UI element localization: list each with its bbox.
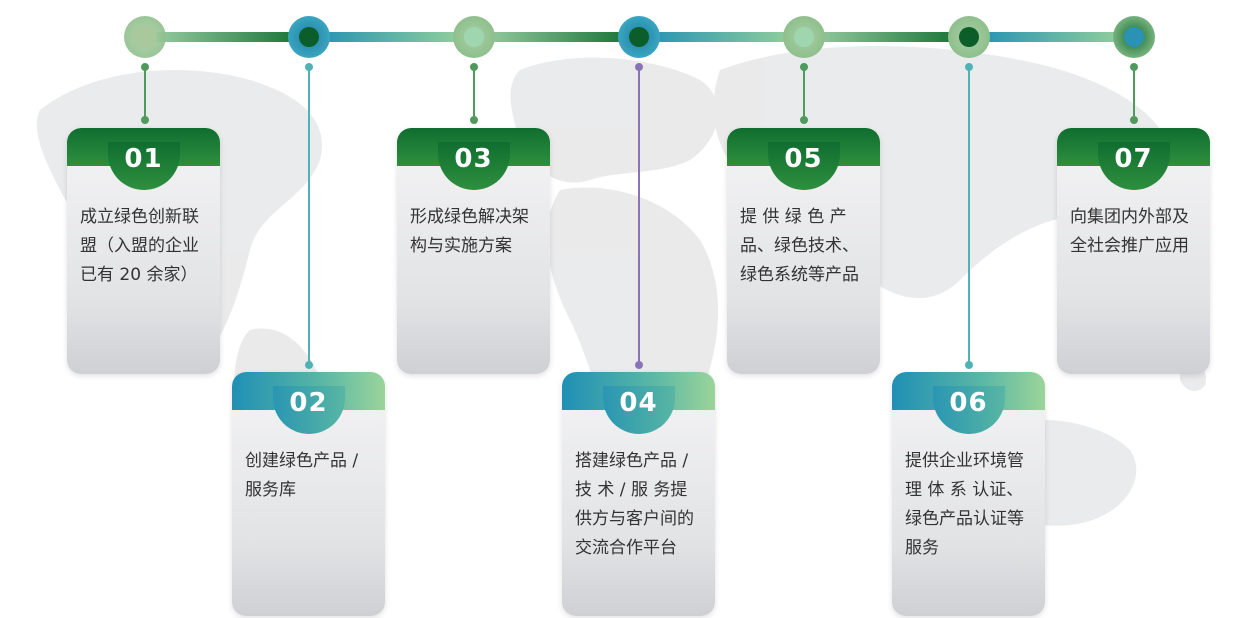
step-number: 01 — [124, 144, 163, 174]
timeline-segment-6 — [969, 32, 1134, 42]
step-text: 创建绿色产品 / 服务库 — [245, 451, 359, 500]
connector-6 — [965, 63, 973, 369]
connector-7 — [1130, 63, 1138, 124]
timeline-segment-2 — [309, 32, 474, 42]
timeline-node-3 — [453, 16, 495, 58]
step-card-05: 05 提 供 绿 色 产 品、绿色技术、绿色系统等产品 — [727, 128, 880, 374]
step-card-04: 04 搭建绿色产品 / 技 术 / 服 务提供方与客户间的交流合作平台 — [562, 372, 715, 616]
step-card-07: 07 向集团内外部及全社会推广应用 — [1057, 128, 1210, 374]
step-text: 提供企业环境管 理 体 系 认证、绿色产品认证等服务 — [905, 451, 1024, 558]
timeline-node-7 — [1113, 16, 1155, 58]
step-text: 向集团内外部及全社会推广应用 — [1070, 207, 1189, 256]
timeline-segment-1 — [145, 32, 309, 42]
step-text: 成立绿色创新联盟（入盟的企业已有 20 余家） — [80, 207, 199, 285]
connector-2 — [305, 63, 313, 369]
connector-3 — [470, 63, 478, 124]
step-number: 05 — [784, 144, 823, 174]
step-text: 提 供 绿 色 产 品、绿色技术、绿色系统等产品 — [740, 207, 859, 285]
step-text: 搭建绿色产品 / 技 术 / 服 务提供方与客户间的交流合作平台 — [575, 451, 694, 558]
step-card-03: 03 形成绿色解决架构与实施方案 — [397, 128, 550, 374]
timeline-node-1 — [124, 16, 166, 58]
timeline-node-2 — [288, 16, 330, 58]
connector-4 — [635, 63, 643, 369]
connector-5 — [800, 63, 808, 124]
timeline-node-6 — [948, 16, 990, 58]
timeline-node-5 — [783, 16, 825, 58]
timeline-segment-3 — [474, 32, 639, 42]
step-card-01: 01 成立绿色创新联盟（入盟的企业已有 20 余家） — [67, 128, 220, 374]
timeline-segment-4 — [639, 32, 804, 42]
timeline-segment-5 — [804, 32, 969, 42]
step-number: 04 — [619, 388, 658, 418]
step-number: 06 — [949, 388, 988, 418]
step-number: 07 — [1114, 144, 1153, 174]
step-text: 形成绿色解决架构与实施方案 — [410, 207, 529, 256]
step-card-02: 02 创建绿色产品 / 服务库 — [232, 372, 385, 616]
timeline-node-4 — [618, 16, 660, 58]
step-card-06: 06 提供企业环境管 理 体 系 认证、绿色产品认证等服务 — [892, 372, 1045, 616]
step-number: 02 — [289, 388, 328, 418]
step-number: 03 — [454, 144, 493, 174]
connector-1 — [141, 63, 149, 124]
